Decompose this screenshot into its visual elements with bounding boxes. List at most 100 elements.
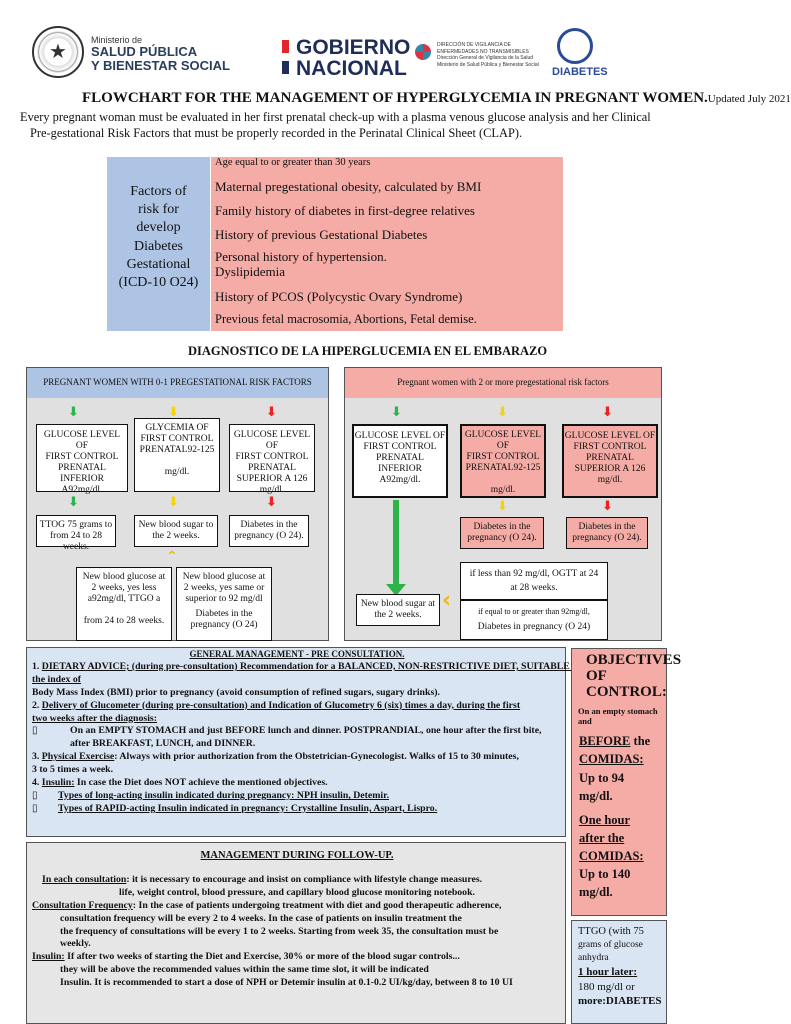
text-line: New blood sugar at <box>360 599 436 609</box>
text-line: at 28 weeks. <box>510 583 558 594</box>
text-line: A92mg/dl. <box>379 474 421 485</box>
text-line: mg/dl. <box>579 788 613 803</box>
text-line: On an EMPTY STOMACH and just BEFORE lunc… <box>70 725 542 737</box>
text-line: FIRST CONTROL <box>235 451 309 462</box>
text-line: the frequency of consultations will be e… <box>60 925 499 937</box>
text-line: develop <box>136 220 181 236</box>
text-line: 2 weeks, yes less <box>91 582 157 593</box>
text-line: pregnancy (O 24) <box>190 619 258 630</box>
text-line: FIRST CONTROL <box>363 441 437 452</box>
text-line: 4. <box>32 777 42 789</box>
yellow-arrow-down-icon: ⬇ <box>497 499 508 514</box>
text-line: 3 to 5 times a week. <box>32 764 114 776</box>
text-line: Diabetes in the <box>578 522 636 532</box>
navy-square-icon <box>282 61 289 74</box>
text-line: Diabetes in the <box>240 520 298 530</box>
gobierno-nacional-logo: GOBIERNO NACIONAL <box>282 37 410 79</box>
text-line: Diabetes <box>134 238 183 254</box>
text-line: DIRECCIÓN DE VIGILANCIA DE <box>437 42 511 48</box>
text-line <box>462 474 544 485</box>
page-title: FLOWCHART FOR THE MANAGEMENT OF HYPERGLY… <box>82 90 791 107</box>
risk-item: History of PCOS (Polycystic Ovary Syndro… <box>215 289 463 304</box>
text-line: mg/dl. <box>579 885 613 900</box>
red-arrow-down-icon: ⬇ <box>266 495 277 510</box>
objectives-of-control: OBJECTIVES OF CONTROL: On an empty stoma… <box>571 648 681 916</box>
text-line: Dirección General de Vigilancia de la Sa… <box>437 55 534 61</box>
yellow-arrow-down-icon: ⬇ <box>168 495 179 510</box>
text-line: 2 weeks, yes same or <box>183 582 265 593</box>
red-arrow-down-icon: ⬇ <box>602 499 613 514</box>
republic-seal-logo: ★ <box>32 26 84 78</box>
bullet-icon: ▯ <box>32 803 38 815</box>
bullet-icon: ▯ <box>32 790 38 802</box>
text-line: from 24 to 28 weeks. <box>83 615 165 626</box>
text-line: Physical Exercise <box>41 751 115 763</box>
text-line: Diabetes in pregnancy (O 24) <box>477 621 591 632</box>
updated-date: Updated July 2021 <box>707 93 791 105</box>
text-line: life, weight control, blood pressure, an… <box>119 886 475 898</box>
star-icon: ★ <box>49 39 67 63</box>
diabetes-logo: DIABETES <box>552 28 608 84</box>
risk-item: Age equal to or greater than 30 years <box>215 157 371 168</box>
yellow-arrow-down-icon: ⬇ <box>168 405 179 420</box>
text-line: after the <box>579 830 625 845</box>
text-line: GLYCEMIA OF <box>145 423 209 433</box>
text-line: PRENATAL INFERIOR <box>58 462 106 484</box>
orange-chevron-left-icon: ‹ <box>442 588 452 613</box>
text-line: GLUCOSE LEVEL OF <box>464 430 542 451</box>
green-arrowhead-icon <box>386 584 406 596</box>
text-line: 180 mg/dl or <box>578 980 635 993</box>
text-line: Diabetes in the <box>473 522 531 532</box>
text-line: Types of RAPID-acting Insulin indicated … <box>58 803 438 815</box>
yellow-arrow-down-icon: ⬇ <box>497 405 508 420</box>
text-line: from 24 to 28 weeks. <box>50 530 102 552</box>
text-line: 1 hour later: <box>578 965 638 978</box>
text-line: Insulin. It is recommended to start a do… <box>60 977 513 989</box>
text-line: TTGO (with 75 <box>578 926 644 937</box>
text-line: GLUCOSE LEVEL OF <box>43 430 121 451</box>
red-arrow-down-icon: ⬇ <box>602 405 613 420</box>
text-line: the <box>633 734 651 749</box>
text-line: more:DIABETES <box>578 995 662 1008</box>
text-line: In case the Diet does NOT achieve the me… <box>74 777 328 789</box>
orange-chevron-up-icon: ⌃ <box>166 549 178 565</box>
text-line: Diabetes in the <box>195 608 253 619</box>
text-line: New blood glucose at <box>182 572 266 582</box>
text-line: the 2 weeks. <box>374 609 422 620</box>
risk-item: History of previous Gestational Diabetes <box>215 227 428 242</box>
text-line: In each consultation <box>42 873 127 885</box>
text-line: Up to 94 <box>579 770 625 785</box>
text-line: NACIONAL <box>296 57 407 80</box>
text-line: One hour <box>579 812 631 827</box>
vigilancia-emblem-icon <box>415 44 431 60</box>
general-management-title: GENERAL MANAGEMENT - PRE CONSULTATION. <box>189 649 405 659</box>
text-line: 1. <box>32 660 42 672</box>
text-line: SALUD PÚBLICA <box>91 44 198 60</box>
text-line: OF CONTROL: <box>586 667 667 700</box>
text-line: Delivery of Glucometer (during pre-consu… <box>41 699 521 711</box>
text-line: New blood sugar to <box>138 520 214 530</box>
text-line: SUPERIOR A 126 <box>236 473 308 484</box>
text-line <box>135 456 219 467</box>
text-line: anhydra <box>578 952 609 963</box>
text-line: Insulin: <box>32 951 65 963</box>
text-line: risk for <box>138 202 179 218</box>
text-line: 2. <box>32 699 42 711</box>
text-line: they will be above the recommended value… <box>60 964 429 976</box>
diagnosis-section-title: DIAGNOSTICO DE LA HIPERGLUCEMIA EN EL EM… <box>188 344 548 358</box>
text-line: : it is necessary to encourage and insis… <box>126 873 483 885</box>
text-line: FIRST CONTROL <box>45 451 119 462</box>
text-line: DIETARY ADVICE; (during pre-consultation… <box>32 660 585 685</box>
text-line: SUPERIOR A 126 <box>574 463 646 474</box>
text-line: BEFORE <box>579 734 631 749</box>
text-line: On an empty stomach and <box>578 706 658 727</box>
text-line: Up to 140 <box>579 867 631 882</box>
vigilancia-logo: DIRECCIÓN DE VIGILANCIA DE ENFERMEDADES … <box>415 42 547 68</box>
